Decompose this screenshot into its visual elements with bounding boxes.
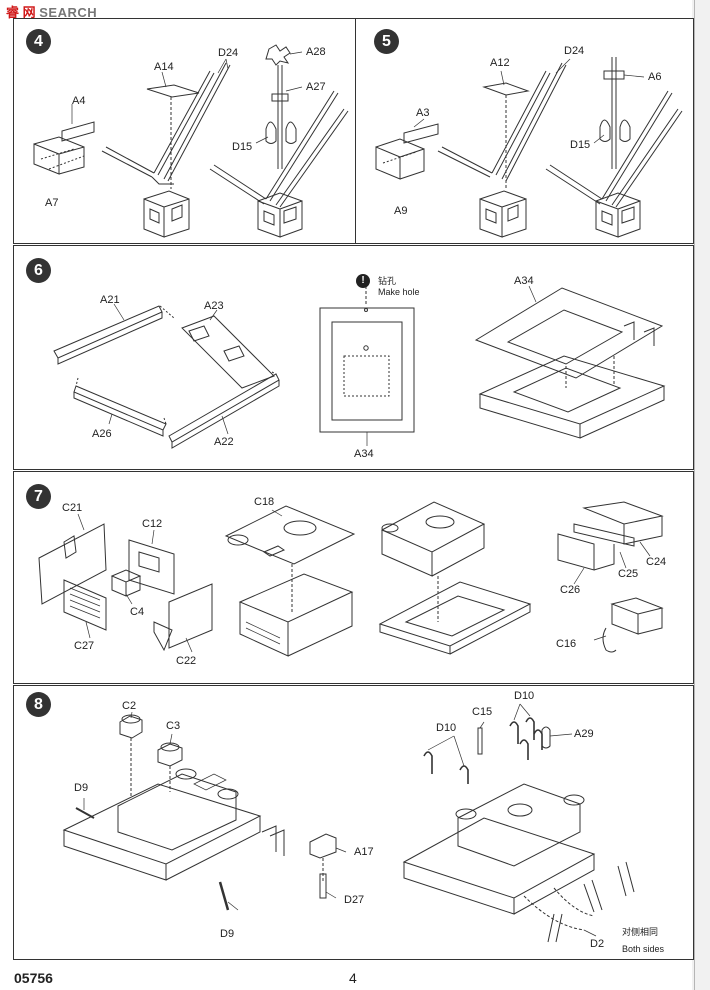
watermark: 睿 网 SEARCH [6,2,97,21]
label-a29: A29 [574,728,594,740]
label-d2: D2 [590,938,605,950]
label-a27: A27 [306,81,326,93]
label-c26: C26 [560,584,581,596]
label-d15: D15 [232,141,253,153]
step-4-panel: 4 A4 A7 A14 D24 A28 [13,18,356,244]
kit-number: 05756 [14,970,53,986]
label-a23: A23 [204,300,224,312]
page-number: 4 [349,970,357,986]
step-4-drawing [33,44,349,238]
drill-icon: ! [356,274,370,288]
label-c22: C22 [176,655,197,667]
label-a7: A7 [45,197,59,209]
label-d9-top: D9 [74,782,89,794]
label-d15: D15 [570,139,591,151]
label-a12: A12 [490,57,510,69]
both-sides-cn: 对侧相同 [622,927,659,937]
label-c3: C3 [166,720,181,732]
step-5-drawing [375,57,683,238]
label-d9-bottom: D9 [220,928,235,940]
step-7-panel: 7 [13,471,694,684]
label-a17: A17 [354,846,374,858]
label-a22: A22 [214,436,234,448]
label-c27: C27 [74,640,95,652]
step-8-panel: 8 [13,685,694,960]
step-8-drawing [62,703,635,943]
label-a14: A14 [154,61,174,73]
label-a6: A6 [648,71,662,83]
label-c21: C21 [62,502,83,514]
both-sides-en: Both sides [622,944,665,954]
label-a34-3d: A34 [514,275,534,287]
label-c4: C4 [130,606,145,618]
step-6-badge: 6 [26,258,51,283]
label-d24: D24 [218,47,239,59]
label-a3: A3 [416,107,430,119]
label-d24: D24 [564,45,585,57]
watermark-logo-text: 睿 网 [6,5,36,20]
step-4-badge: 4 [26,29,51,54]
label-a4: A4 [72,95,86,107]
step-5-panel: 5 A3 A9 A12 D24 A6 D15 [355,18,694,244]
watermark-search-text: SEARCH [39,5,98,20]
step-7-badge: 7 [26,484,51,509]
label-a9: A9 [394,205,408,217]
page-edge-shadow [692,0,710,990]
label-d10-left: D10 [436,722,457,734]
label-c15: C15 [472,706,493,718]
label-d27: D27 [344,894,365,906]
label-c24: C24 [646,556,667,568]
label-c25: C25 [618,568,639,580]
label-a26: A26 [92,428,112,440]
label-a34-flat: A34 [354,448,374,460]
label-c12: C12 [142,518,163,530]
step-5-badge: 5 [374,29,399,54]
step-7-drawing [38,501,664,657]
label-c18: C18 [254,496,275,508]
label-c16: C16 [556,638,577,650]
step-6-panel: 6 ! 钻孔 [13,245,694,470]
label-c2: C2 [122,700,137,712]
label-a21: A21 [100,294,120,306]
step-6-drawing [53,285,666,449]
label-a28: A28 [306,46,326,58]
page-edge-line [694,0,695,990]
make-hole-en: Make hole [378,287,420,297]
step-8-badge: 8 [26,692,51,717]
label-d10-top: D10 [514,690,535,702]
make-hole-cn: 钻孔 [378,276,397,286]
